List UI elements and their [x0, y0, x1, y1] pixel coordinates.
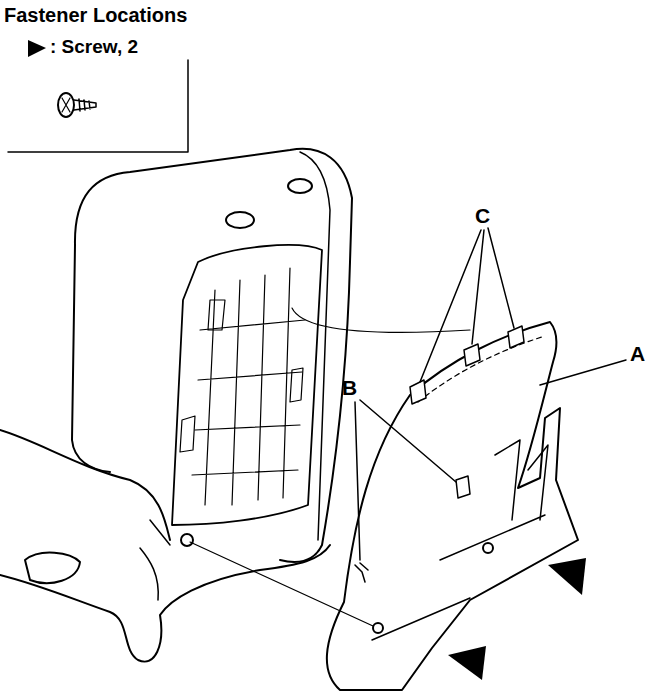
screw-head	[58, 93, 74, 117]
cushion-detail	[140, 520, 170, 600]
seatback-outline	[75, 149, 352, 562]
screw-spot	[483, 543, 493, 553]
leader-line	[355, 400, 456, 560]
headrest-hole	[226, 212, 254, 228]
panel-frame	[372, 440, 548, 640]
illustration-lines	[0, 60, 626, 690]
callout-letter: B	[342, 376, 357, 399]
legend-title: Fastener Locations	[4, 4, 187, 26]
seat-spring-frame	[192, 268, 305, 505]
seatback-side	[72, 245, 110, 472]
cushion-hole	[25, 553, 80, 584]
seatback-edge	[300, 152, 330, 540]
alignment-line	[292, 308, 470, 332]
legend-triangle	[28, 40, 46, 57]
screw-arrow	[448, 646, 486, 680]
screw-spot	[373, 623, 383, 633]
panel-edge	[418, 336, 545, 402]
callout-letter: C	[475, 204, 490, 227]
back-panel	[327, 322, 578, 690]
leader-line	[540, 360, 626, 385]
leader-line	[420, 228, 514, 382]
frame-clips	[180, 300, 303, 452]
seatback-recess	[172, 245, 322, 525]
panel-clips	[355, 476, 470, 582]
alignment-line	[190, 542, 373, 626]
fastener-arrows	[28, 40, 586, 680]
legend-frame	[8, 60, 188, 152]
cushion-base	[0, 545, 330, 662]
cushion-outline	[0, 430, 170, 540]
legend-text: : Screw, 2	[50, 37, 138, 58]
screw-arrow	[548, 558, 586, 595]
screw-thread	[74, 99, 96, 111]
screw-hole	[181, 534, 193, 546]
callout-letter: A	[630, 342, 645, 365]
screw-cross	[62, 98, 70, 112]
headrest-hole	[288, 179, 312, 193]
